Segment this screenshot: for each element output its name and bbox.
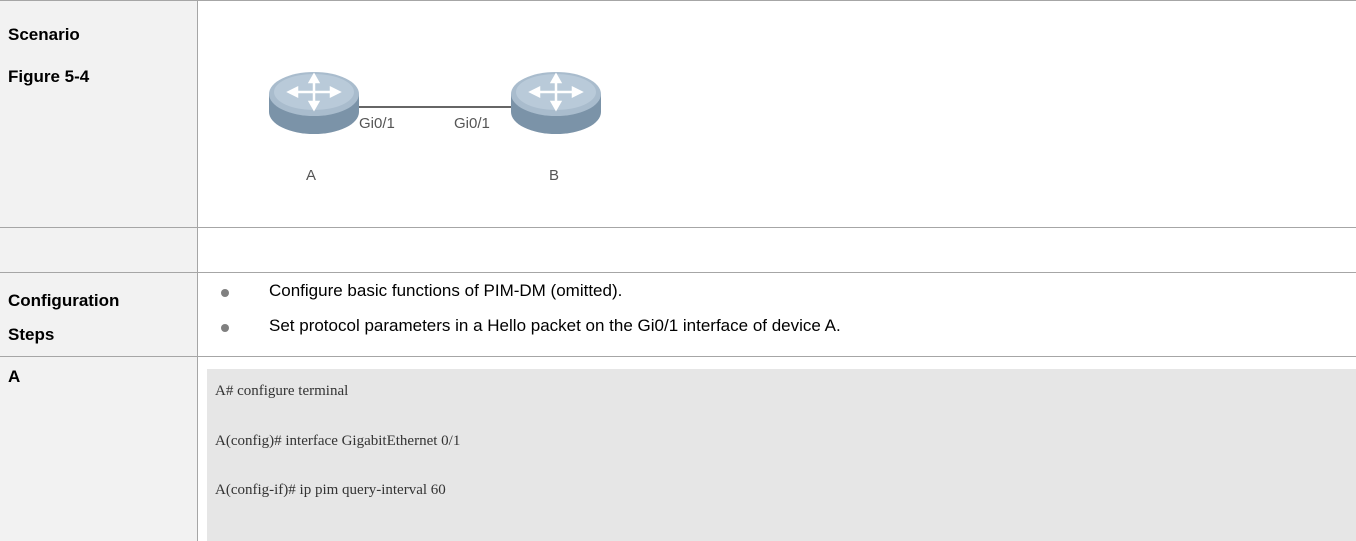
config-steps-label-cell: Configuration Steps <box>0 273 198 357</box>
code-block: A# configure terminal A(config)# interfa… <box>207 369 1356 541</box>
device-a-row: A A# configure terminal A(config)# inter… <box>0 356 1356 541</box>
scenario-figure-cell: Gi0/1 Gi0/1 A B <box>199 1 1356 228</box>
bullet-dot <box>221 324 229 332</box>
device-label-a: A <box>306 167 317 184</box>
device-a-label: A <box>8 367 21 386</box>
code-line: A(config)# interface GigabitEthernet 0/1 <box>215 433 461 449</box>
figure-label: Figure 5-4 <box>8 67 90 86</box>
scenario-row: Scenario Figure 5-4 <box>0 0 1356 228</box>
step-item-1: Configure basic functions of PIM-DM (omi… <box>269 281 623 300</box>
scenario-label-cell: Scenario Figure 5-4 <box>0 1 198 228</box>
code-line: A(config-if)# ip pim query-interval 60 <box>215 482 446 498</box>
step-item-2: Set protocol parameters in a Hello packe… <box>269 316 841 335</box>
router-b-icon <box>511 72 601 134</box>
config-steps-label-line1: Configuration <box>8 291 120 310</box>
router-a-icon <box>269 72 359 134</box>
interface-label-a: Gi0/1 <box>359 115 395 132</box>
network-topology-diagram <box>269 72 601 134</box>
config-steps-row: Configuration Steps Configure basic func… <box>0 272 1356 357</box>
empty-label-cell <box>0 228 198 273</box>
device-a-label-cell: A <box>0 357 198 541</box>
config-steps-content: Configure basic functions of PIM-DM (omi… <box>199 273 1356 357</box>
config-steps-label-line2: Steps <box>8 325 55 344</box>
scenario-label: Scenario <box>8 25 80 44</box>
device-label-b: B <box>549 167 560 184</box>
interface-label-b: Gi0/1 <box>454 115 490 132</box>
code-line: A# configure terminal <box>215 383 349 399</box>
bullet-dot <box>221 289 229 297</box>
device-a-code-cell: A# configure terminal A(config)# interfa… <box>199 357 1356 541</box>
empty-row <box>0 227 1356 273</box>
